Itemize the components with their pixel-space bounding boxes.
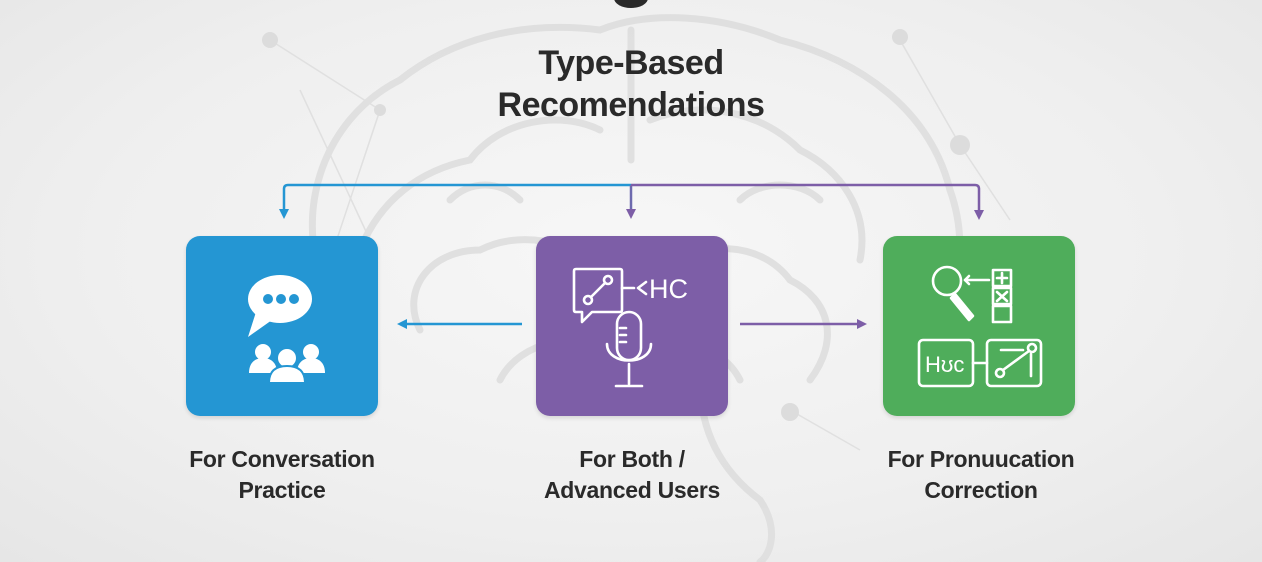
caption-line-1: For Both / bbox=[579, 446, 685, 472]
caption-line-2: Practice bbox=[238, 477, 326, 503]
top-node-dot bbox=[614, 0, 648, 8]
caption-advanced-users: For Both / Advanced Users bbox=[492, 444, 772, 506]
card-advanced-users: HC bbox=[536, 236, 728, 416]
connector-top-to-conversation bbox=[279, 183, 631, 219]
title-line-1: Type-Based bbox=[538, 44, 724, 82]
caption-line-2: Correction bbox=[924, 477, 1038, 503]
advanced-icon-text: HC bbox=[649, 274, 688, 304]
card-pronunciation-correction: Hʊc bbox=[883, 236, 1075, 416]
diagram-title: Type-Based Recomendations bbox=[431, 42, 831, 126]
caption-line-1: For Conversation bbox=[189, 446, 375, 472]
caption-line-2: Advanced Users bbox=[543, 477, 721, 503]
microphone-chart-icon: HC bbox=[572, 267, 688, 388]
pronunciation-icon-text: Hʊc bbox=[925, 352, 964, 377]
chat-group-icon bbox=[248, 275, 325, 384]
connector-top-to-pronunciation bbox=[631, 183, 984, 220]
pronunciation-tools-icon: Hʊc bbox=[917, 265, 1043, 388]
card-conversation-practice bbox=[186, 236, 378, 416]
caption-conversation-practice: For Conversation Practice bbox=[142, 444, 422, 506]
caption-line-1: For Pronuucation bbox=[887, 446, 1075, 472]
caption-pronunciation-correction: For Pronuucation Correction bbox=[841, 444, 1121, 506]
title-line-2: Recomendations bbox=[497, 86, 765, 124]
